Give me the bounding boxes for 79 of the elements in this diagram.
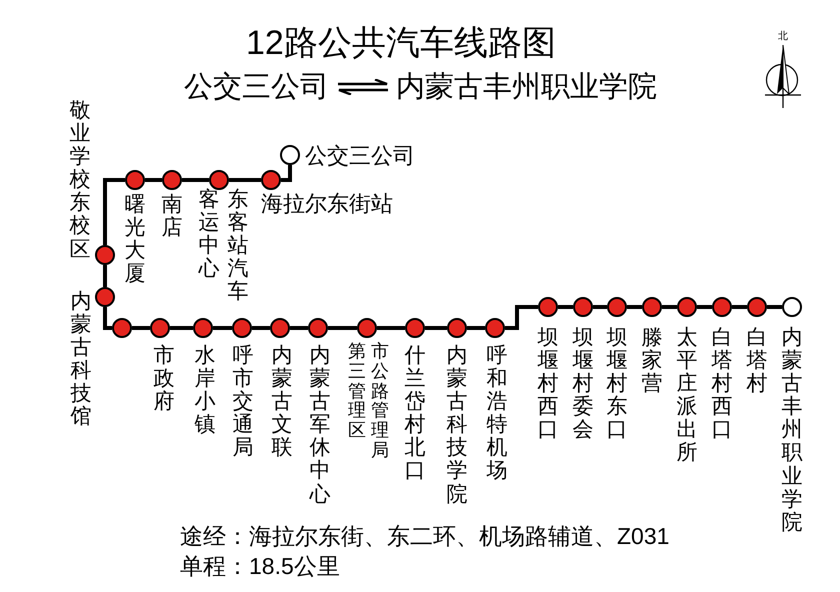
stop-marker: [607, 297, 627, 317]
north-label: 北: [778, 32, 788, 42]
route-line: [281, 165, 292, 182]
route-line: [467, 326, 485, 330]
stop-name: 南店: [162, 193, 182, 240]
stop-name: 滕家营: [642, 326, 662, 396]
route-line: [328, 326, 357, 330]
stop-name: 曙光大厦: [124, 193, 146, 286]
route-info: 单程：18.5公里: [180, 555, 340, 578]
stop-name: 坝堰村委会: [572, 326, 594, 442]
stop-name: 市公路管理局第三管理区: [348, 342, 389, 462]
stop-marker: [261, 170, 281, 190]
stop-marker: [747, 297, 767, 317]
stop-marker: [538, 297, 558, 317]
route-line: [593, 305, 607, 309]
route-line: [732, 305, 747, 309]
stop-name: 白塔村西口: [712, 326, 732, 442]
terminal-marker: [280, 145, 300, 165]
stop-name: 太平庄派出所: [676, 326, 698, 465]
route-line: [182, 178, 209, 182]
stop-name: 公交三公司: [305, 145, 415, 167]
title: 12路公共汽车线路图: [246, 26, 556, 60]
stop-marker: [232, 318, 252, 338]
route-line: [290, 326, 308, 330]
stop-name: 内蒙古军休中心: [310, 344, 330, 506]
stop-name: 内蒙古文联: [272, 344, 292, 460]
stop-marker: [125, 170, 145, 190]
route-line: [103, 307, 112, 330]
stop-name: 内蒙古科技馆: [70, 290, 92, 429]
stop-marker: [270, 318, 290, 338]
stop-marker: [95, 287, 115, 307]
stop-marker: [405, 318, 425, 338]
stop-marker: [95, 245, 115, 265]
stop-marker: [150, 318, 170, 338]
route-line: [377, 326, 405, 330]
stop-marker: [209, 170, 229, 190]
route-line: [145, 178, 162, 182]
stop-marker: [712, 297, 732, 317]
stop-marker: [573, 297, 593, 317]
route-line: [505, 305, 538, 330]
route-line: [697, 305, 712, 309]
stop-marker: [308, 318, 328, 338]
route-line: [662, 305, 677, 309]
stop-name: 内蒙古丰州职业学院: [782, 326, 802, 534]
route-info: 途经：海拉尔东街、东二环、机场路辅道、Z031: [180, 525, 670, 548]
stop-marker: [162, 170, 182, 190]
route-line: [767, 305, 782, 309]
stop-name: 敬业学校东校区: [70, 99, 90, 261]
route-line: [627, 305, 642, 309]
stop-name: 什兰岱村北口: [404, 344, 426, 483]
stop-name: 内蒙古科技学院: [446, 344, 468, 506]
stop-name: 市政府: [154, 344, 174, 414]
route-line: [252, 326, 270, 330]
stop-name: 呼和浩特机场: [486, 344, 508, 483]
route-line: [558, 305, 573, 309]
route-line: [170, 326, 193, 330]
stop-name: 坝堰村西口: [538, 326, 558, 442]
route-line: [213, 326, 232, 330]
stop-name: 白塔村: [746, 326, 768, 396]
stop-marker: [357, 318, 377, 338]
route-line: [103, 265, 107, 287]
route-line: [103, 178, 125, 245]
route-line: [425, 326, 447, 330]
subtitle-text: 内蒙古丰州职业学院: [396, 73, 657, 102]
stop-name: 海拉尔东街站: [261, 193, 393, 215]
route-line: [229, 178, 261, 182]
stop-marker: [193, 318, 213, 338]
terminal-marker: [782, 297, 802, 317]
stop-marker: [642, 297, 662, 317]
stop-name: 水岸小镇: [194, 344, 216, 436]
stop-marker: [112, 318, 132, 338]
subtitle-text: 公交三公司: [184, 73, 329, 102]
stop-name: 东客站汽车客运中心: [198, 188, 248, 306]
stop-name: 坝堰村东口: [606, 326, 628, 442]
stop-name: 呼市交通局: [232, 344, 254, 460]
route-line: [132, 326, 150, 330]
stop-marker: [447, 318, 467, 338]
stop-marker: [485, 318, 505, 338]
stop-marker: [677, 297, 697, 317]
